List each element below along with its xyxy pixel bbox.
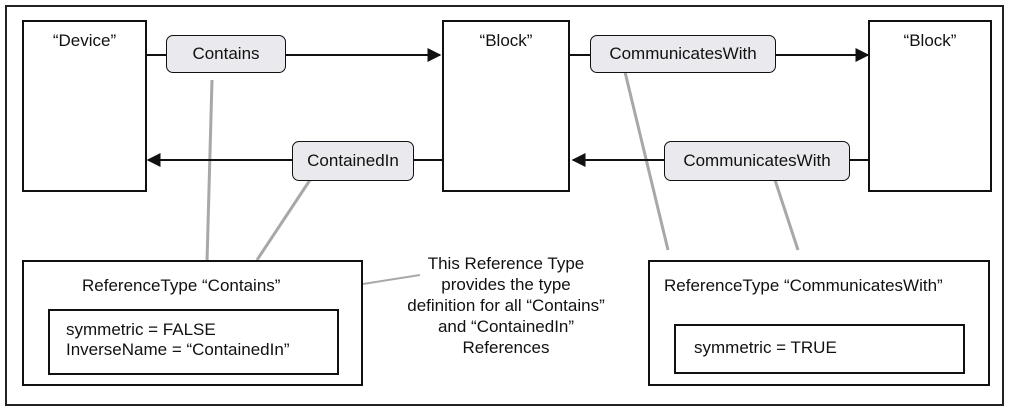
- connector-contains-to-reftype: [205, 79, 214, 263]
- node-device: “Device”: [22, 20, 147, 192]
- reference-communicateswith-top: CommunicatesWith: [590, 35, 776, 73]
- node-block-right-label: “Block”: [903, 31, 957, 50]
- attribute-symmetric: symmetric = TRUE: [694, 338, 837, 357]
- note-line: References: [462, 338, 550, 357]
- connector-communicateswith-bottom-to-reftype: [773, 179, 800, 251]
- note-line: and “ContainedIn”: [437, 317, 575, 336]
- note-line: This Reference Type: [427, 254, 585, 273]
- reftype-contains-title: ReferenceType “Contains”: [82, 276, 281, 295]
- reftype-contains-box: ReferenceType “Contains” symmetric = FAL…: [22, 260, 363, 386]
- reftype-communicateswith-title: ReferenceType “CommunicatesWith”: [664, 276, 943, 295]
- note-line: definition for all “Contains”: [407, 296, 605, 315]
- attribute-inversename: InverseName = “ContainedIn”: [66, 340, 290, 359]
- reference-contains: Contains: [166, 35, 286, 73]
- reference-containedin: ContainedIn: [292, 141, 414, 181]
- reftype-contains-attributes: symmetric = FALSE InverseName = “Contain…: [48, 309, 339, 375]
- reftype-communicateswith-box: ReferenceType “CommunicatesWith” symmetr…: [648, 260, 990, 386]
- attribute-symmetric: symmetric = FALSE: [66, 320, 216, 339]
- reftype-communicateswith-attributes: symmetric = TRUE: [674, 324, 965, 374]
- node-device-label: “Device”: [52, 31, 117, 50]
- node-block-right: “Block”: [868, 20, 992, 192]
- node-block-middle-label: “Block”: [479, 31, 533, 50]
- diagram-frame: [5, 5, 1004, 406]
- connector-note-to-reftype: [362, 274, 421, 285]
- note-line: provides the type: [441, 275, 571, 294]
- connector-containedin-to-reftype: [255, 179, 312, 261]
- reference-communicateswith-bottom: CommunicatesWith: [664, 141, 850, 181]
- node-block-middle: “Block”: [442, 20, 570, 192]
- annotation-note: This Reference Type provides the type de…: [404, 253, 608, 358]
